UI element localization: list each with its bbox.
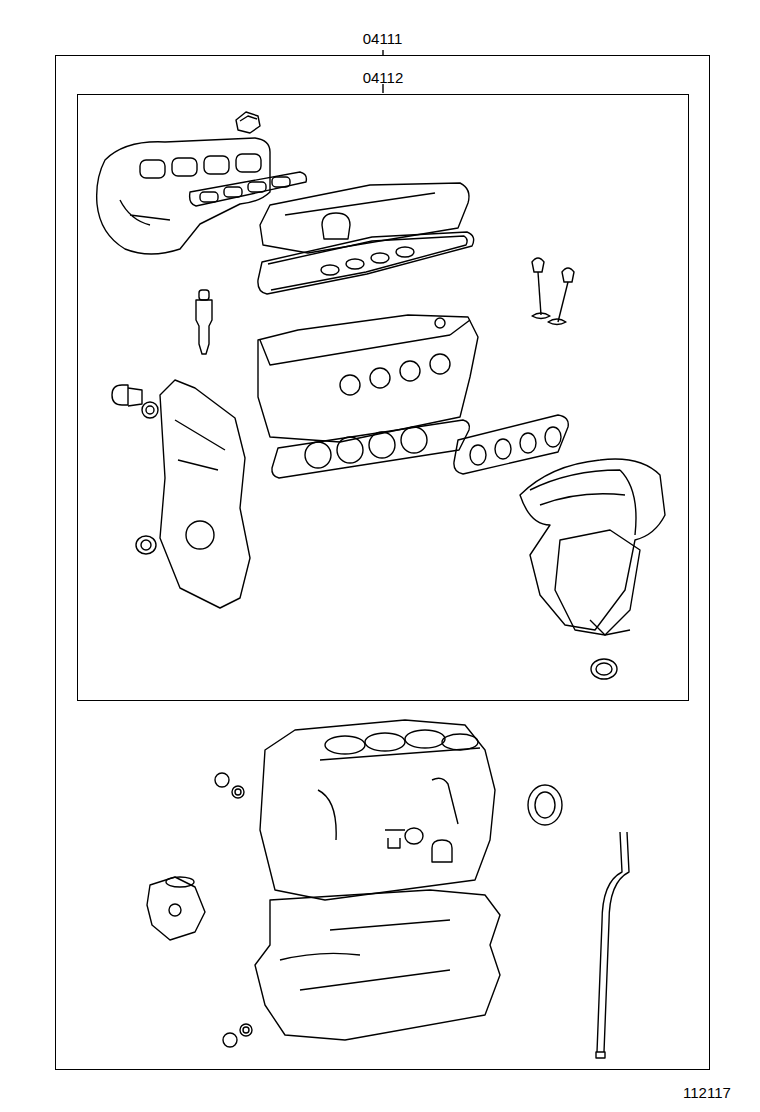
kit-frame: 04112	[77, 94, 689, 701]
kit-frame: 0411104112	[55, 55, 710, 1070]
kit-part-number: 04112	[78, 69, 688, 87]
figure-number: 112117	[683, 1084, 731, 1102]
kit-part-number: 04111	[56, 30, 709, 48]
